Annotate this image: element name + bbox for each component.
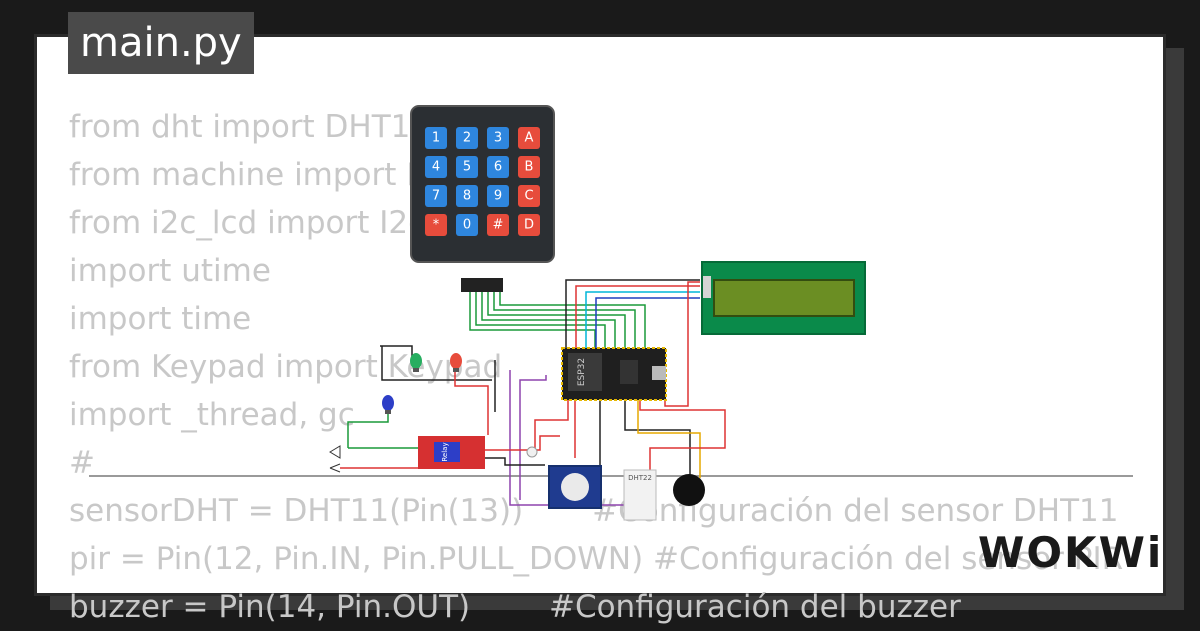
keypad-key-label: 5 (463, 160, 471, 175)
esp32-label: ESP32 (577, 358, 587, 386)
keypad-key[interactable]: 9 (487, 185, 509, 207)
photoresistor (526, 446, 538, 458)
keypad-key-label: D (524, 218, 534, 233)
comment-divider (89, 475, 1133, 477)
relay-label: Relay (441, 442, 449, 461)
keypad[interactable]: 1 2 3 A 4 5 6 B 7 8 9 C * 0 # D (410, 105, 555, 292)
code-line: import time (69, 301, 252, 337)
led-blue (382, 395, 394, 414)
keypad-key-label: 3 (494, 131, 502, 146)
relay-module: Relay (418, 436, 485, 469)
keypad-key-label: 9 (494, 189, 502, 204)
file-tab[interactable]: main.py (68, 12, 254, 74)
keypad-key[interactable]: B (518, 156, 540, 178)
keypad-key[interactable]: D (518, 214, 540, 236)
keypad-key[interactable]: A (518, 127, 540, 149)
keypad-key[interactable]: 0 (456, 214, 478, 236)
keypad-key[interactable]: C (518, 185, 540, 207)
keypad-key[interactable]: 8 (456, 185, 478, 207)
keypad-key-label: A (525, 131, 534, 146)
code-line: from Keypad import Keypad (69, 349, 503, 385)
keypad-key[interactable]: # (487, 214, 509, 236)
lcd-display (701, 261, 866, 335)
esp32-board: ESP32 (561, 347, 667, 401)
buzzer (673, 474, 705, 506)
keypad-key-label: C (524, 189, 533, 204)
keypad-key[interactable]: 3 (487, 127, 509, 149)
keypad-key[interactable]: * (425, 214, 447, 236)
keypad-key[interactable]: 1 (425, 127, 447, 149)
keypad-key-label: 1 (432, 131, 440, 146)
code-line: buzzer = Pin(14, Pin.OUT) #Configuración… (69, 589, 961, 625)
keypad-key-label: 8 (463, 189, 471, 204)
keypad-key-label: 2 (463, 131, 471, 146)
keypad-key-label: 7 (432, 189, 440, 204)
code-line: from dht import DHT11 (69, 109, 431, 145)
led-green (410, 353, 422, 372)
vcc-symbol (329, 463, 341, 473)
keypad-key[interactable]: 6 (487, 156, 509, 178)
keypad-key-label: * (433, 218, 440, 233)
code-line: pir = Pin(12, Pin.IN, Pin.PULL_DOWN) #Co… (69, 541, 1124, 577)
keypad-key[interactable]: 7 (425, 185, 447, 207)
pir-sensor (548, 465, 602, 509)
keypad-key-label: 4 (432, 160, 440, 175)
wires (340, 279, 726, 506)
wokwi-logo: WOKWi (978, 528, 1164, 577)
file-tab-label: main.py (80, 20, 242, 66)
keypad-key[interactable]: 2 (456, 127, 478, 149)
keypad-key[interactable]: 5 (456, 156, 478, 178)
keypad-key[interactable]: 4 (425, 156, 447, 178)
keypad-key-label: 0 (463, 218, 471, 233)
dht-sensor: DHT22 (623, 469, 657, 521)
code-line: import utime (69, 253, 271, 289)
led-red (450, 353, 462, 372)
dht-label: DHT22 (628, 474, 652, 482)
keypad-key-label: # (493, 218, 504, 233)
keypad-key-label: B (525, 160, 534, 175)
ground-symbol (329, 445, 341, 459)
keypad-key-label: 6 (494, 160, 502, 175)
